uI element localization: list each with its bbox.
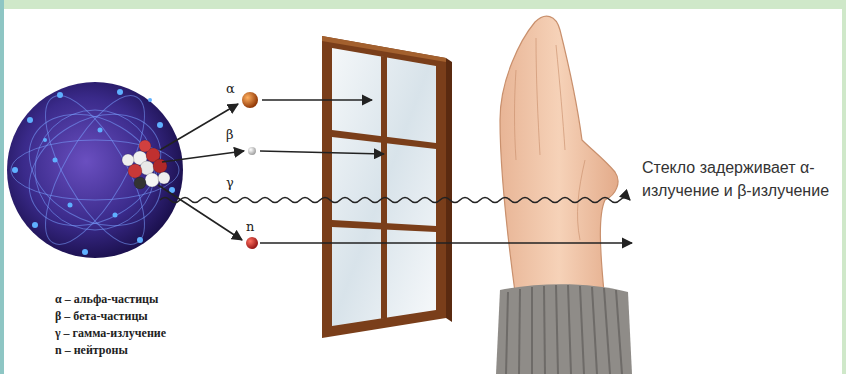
legend-line: γ – гамма-излучение [55,326,166,340]
legend-line: β – бета-частицы [55,309,148,323]
particle-symbol: γ [226,176,234,189]
legend-line: α – альфа-частицы [55,292,158,306]
rays [160,100,632,243]
particle-symbol: α [226,82,235,95]
atom [7,82,183,258]
sleeve [496,284,632,374]
hand [500,16,618,292]
left-band [0,0,4,374]
note-text: Стекло задерживает α-излучение и β-излуч… [642,156,834,202]
beta-particle [248,147,256,155]
window [322,36,452,338]
particle-symbol: β [226,128,234,141]
alpha-particle [242,92,258,108]
neutron [246,237,258,249]
right-band [842,0,846,374]
top-band [0,0,846,9]
legend-line: n – нейтроны [55,343,128,357]
particle-symbol: n [246,220,254,233]
emission-arrows [158,104,244,240]
